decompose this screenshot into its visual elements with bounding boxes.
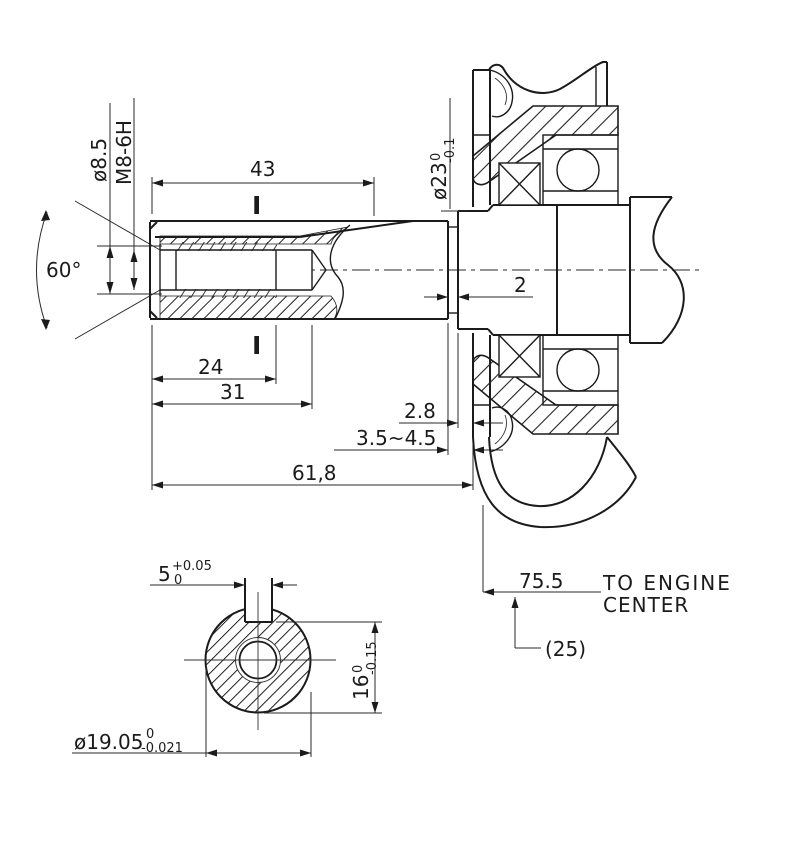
dim-dia-23: ø23 0 -0.1 (427, 98, 467, 212)
dim-31-label: 31 (220, 380, 245, 404)
key-height-sup: 0 (351, 665, 366, 673)
cast-rib-bottom (489, 406, 514, 453)
dim-43: 43 (151, 157, 375, 216)
dim-75-5-label: 75.5 (519, 569, 564, 593)
dim-3-5-4-5: 3.5~4.5 (334, 323, 503, 455)
ref-25-label: (25) (545, 637, 586, 661)
angle-60-label: 60° (46, 258, 81, 282)
oil-seal-top (498, 162, 541, 206)
dim-key-height-16: 16 0 -0.15 (264, 621, 382, 714)
cast-rib-top (489, 69, 514, 118)
thread-spec-label: M8-6H (112, 120, 136, 185)
section-view: 5 +0.05 0 16 0 -0.15 ø19.05 0 -0.021 (72, 559, 382, 757)
thread-ticks-top (177, 242, 277, 251)
engine-block (472, 61, 637, 529)
section-break-line (329, 224, 351, 320)
section-mark-bottom: I (252, 331, 261, 360)
drill-dia-label: ø8.5 (87, 138, 111, 182)
dim-key-width-5: 5 +0.05 0 (150, 559, 297, 589)
dim-shaft-dia-19-05: ø19.05 0 -0.021 (72, 664, 312, 757)
ball-bearing-bottom (542, 334, 619, 406)
shaft-dia-sup: 0 (146, 727, 154, 742)
section-mark-top: I (252, 191, 261, 220)
threaded-bore (74, 200, 327, 340)
bearing-boss-hatch-top (472, 105, 619, 186)
dim-3-5-4-5-label: 3.5~4.5 (356, 426, 436, 450)
key-height-label: 16 (349, 675, 373, 700)
dim-2-label: 2 (514, 273, 527, 297)
dim-drill-and-thread: ø8.5 M8-6H (87, 98, 162, 295)
dim-24-label: 24 (198, 355, 223, 379)
dia-23-sup: 0 (429, 153, 444, 161)
block-bottom-outline (472, 436, 637, 529)
bearing-ball-bottom (556, 348, 600, 392)
bearing-boss-hatch-bottom (472, 354, 619, 435)
shaft-dia-sub: -0.021 (141, 741, 183, 756)
shaft-dia-label: ø19.05 (74, 730, 144, 754)
to-engine-label-2: CENTER (603, 593, 689, 617)
bearing-ball-top (556, 148, 600, 192)
dim-2-8-label: 2.8 (404, 399, 436, 423)
dim-61-8: 61,8 (151, 325, 474, 490)
main-view: 60° ø8.5 M8-6H 43 I I (36, 61, 732, 661)
dia-23-sub: -0.1 (443, 138, 458, 163)
dim-24: 24 (152, 325, 277, 384)
key-width-label: 5 (158, 562, 171, 586)
crankshaft-break (629, 196, 685, 344)
dim-31: 31 (152, 325, 313, 409)
section-centerlines (184, 592, 336, 730)
dim-75-5: 75.5 TO ENGINE CENTER (482, 505, 732, 617)
to-engine-label-1: TO ENGINE (602, 571, 732, 595)
thread-ticks-bottom (177, 289, 277, 298)
key-width-sup: +0.05 (172, 559, 212, 574)
dim-angle-60: 60° (36, 210, 81, 330)
key-height-sub: -0.15 (365, 641, 380, 675)
dia-23-label: ø23 (427, 162, 451, 200)
dim-61-8-label: 61,8 (292, 461, 337, 485)
key-width-sub: 0 (174, 573, 182, 588)
dim-2: 2 (424, 273, 533, 301)
dim-2-8: 2.8 (399, 333, 503, 428)
ball-bearing-top (542, 134, 619, 206)
block-top-outline (488, 61, 607, 94)
oil-seal-bottom (498, 334, 541, 378)
keyway-cutout (246, 600, 272, 622)
dim-43-label: 43 (250, 157, 275, 181)
dim-ref-25: (25) (511, 597, 586, 661)
chamfer-construction-lines (74, 200, 161, 340)
